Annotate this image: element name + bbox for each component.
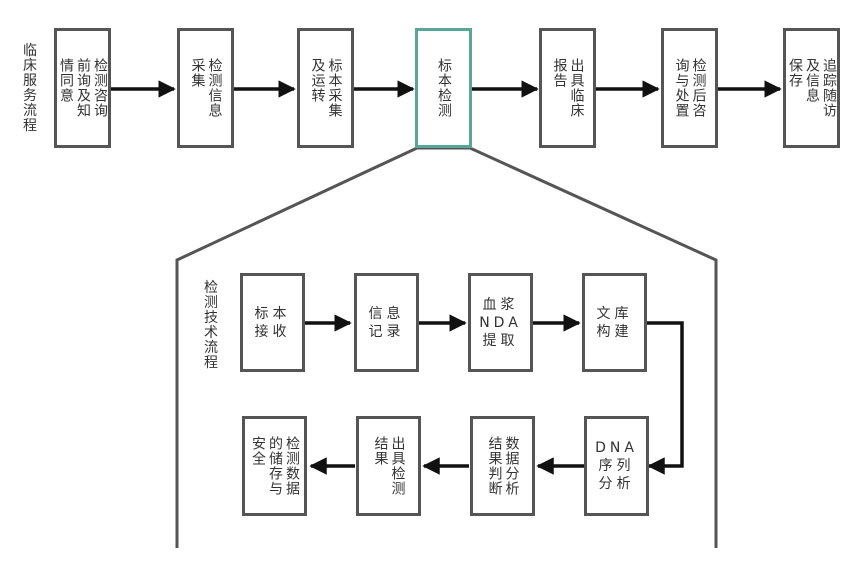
node-data-storage: 检测数据 的储存与 安全 [242,416,307,516]
node-clinical-report: 出具临床 报告 [539,28,596,148]
node-library-build: 文库 构建 [582,273,647,372]
node-dna-sequencing: DNA 序列 分析 [584,416,649,516]
node-info-record: 信息 记录 [354,273,419,372]
node-label: 标本 接收 [254,305,291,340]
node-label: 检测信息 采集 [189,58,223,118]
node-label: 标本检测 [436,58,452,118]
node-label: 血浆 NDA 提取 [479,296,522,349]
node-label: DNA 序列 分析 [595,440,638,492]
node-label: 检测后咨 询与处置 [673,58,707,118]
node-pre-test-counseling: 检测咨询 前询及知 情同意 [54,28,111,148]
node-label: 检测咨询 前询及知 情同意 [58,58,108,118]
arrow-t4-t5 [646,321,684,475]
node-plasma-extraction: 血浆 NDA 提取 [468,273,533,372]
node-label: 文库 构建 [596,305,633,340]
clinical-flow-label: 临床服务流程 [23,43,37,134]
node-test-result: 出具检测 结果 [356,416,421,516]
node-followup-storage: 追踪随访 及信息 保存 [783,28,840,148]
node-label: 追踪随访 及信息 保存 [787,58,837,118]
node-label: 检测数据 的储存与 安全 [250,436,300,496]
node-info-collection: 检测信息 采集 [177,28,234,148]
node-post-test-counseling: 检测后咨 询与处置 [661,28,718,148]
node-sample-receipt: 标本 接收 [240,273,305,372]
node-label: 标本采集 及运转 [309,58,343,118]
node-data-analysis: 数据分析 结果判断 [470,416,535,516]
detail-frame [175,146,718,548]
node-label: 数据分析 结果判断 [486,436,520,496]
node-label: 出具临床 报告 [551,58,585,118]
node-label: 出具检测 结果 [372,436,406,496]
technical-flow-label: 检测技术流程 [204,280,218,371]
node-sample-collection: 标本采集 及运转 [297,28,354,148]
node-label: 信息 记录 [368,305,405,340]
node-sample-testing: 标本检测 [415,28,472,148]
